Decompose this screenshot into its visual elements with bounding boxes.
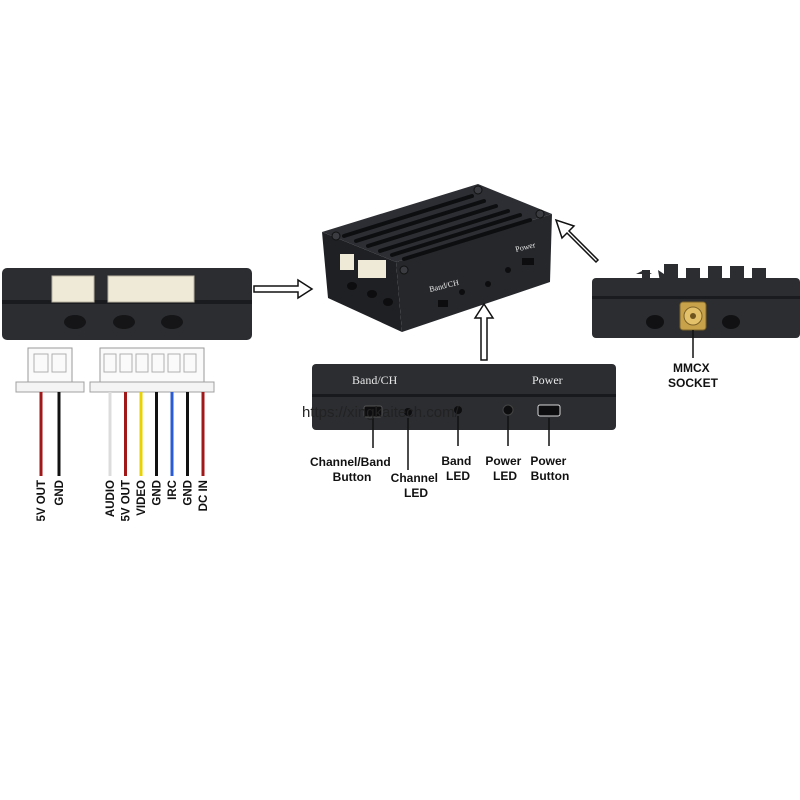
wire-label: GND	[183, 480, 195, 506]
left-2pin-socket	[51, 275, 95, 303]
fin	[686, 268, 700, 280]
plug-2pin	[15, 347, 85, 393]
plug-slot	[103, 353, 117, 373]
callout-band-led: Band LED	[441, 454, 474, 483]
screw-icon	[535, 209, 545, 219]
plug-slot	[151, 353, 165, 373]
plug-slot	[119, 353, 133, 373]
wire-label: VIDEO	[136, 480, 148, 516]
top-case-fins	[342, 194, 532, 261]
left-hole	[64, 315, 86, 329]
callout-power-button: Power Button	[530, 454, 569, 483]
callout-mmcx-socket: MMCX SOCKET	[668, 361, 719, 390]
front-panel-view: Band/CH Power	[312, 364, 616, 430]
top-case-led	[505, 267, 511, 273]
top-case-led	[459, 289, 465, 295]
arrow-up-icon	[473, 302, 495, 361]
wire-label: AUDIO	[105, 480, 117, 517]
left-side-view	[2, 268, 252, 340]
plug-slot	[33, 353, 49, 373]
screw-icon	[331, 231, 341, 241]
right-side-view	[592, 264, 800, 338]
right-hole	[722, 315, 740, 329]
wire-label: 5V OUT	[121, 480, 133, 522]
plug-2pin-flange	[15, 381, 85, 393]
left-hole	[113, 315, 135, 329]
right-hole	[646, 315, 664, 329]
callout-power-led: Power LED	[485, 454, 524, 483]
front-panel-seam	[312, 394, 616, 397]
wires-2pin: 5V OUT GND	[36, 392, 66, 522]
callout-lines	[372, 330, 694, 470]
view-arrows	[253, 218, 600, 361]
arrow-up-left-icon	[554, 218, 600, 264]
wire-label: IRC	[167, 480, 179, 500]
top-case-hole	[383, 298, 393, 306]
wire-label: 5V OUT	[36, 480, 48, 522]
callout-channel-led: Channel LED	[391, 471, 442, 500]
watermark: https://xingkaitech.com/	[302, 404, 460, 421]
plug-slot	[135, 353, 149, 373]
top-case-3d: Band/CH Power	[322, 184, 552, 332]
top-case-front-face	[396, 214, 552, 332]
fin	[730, 266, 744, 280]
fin	[708, 266, 722, 280]
plug-slot	[51, 353, 67, 373]
plug-slot	[183, 353, 197, 373]
wire-label: GND	[54, 480, 66, 506]
wire-label: DC IN	[198, 480, 210, 511]
arrow-right-icon	[253, 278, 314, 300]
top-case-hole	[347, 282, 357, 290]
plug-slot	[167, 353, 181, 373]
top-case-connector	[340, 254, 354, 270]
left-6pin-socket	[107, 275, 195, 303]
channel-led-icon	[404, 408, 412, 416]
left-hole	[161, 315, 183, 329]
top-case-button	[438, 300, 448, 307]
screw-icon	[473, 185, 483, 195]
power-button-icon	[537, 404, 561, 417]
front-panel-power-text: Power	[532, 373, 563, 387]
callout-channel-band-button: Channel/Band Button	[310, 455, 394, 484]
top-case-connector	[358, 260, 386, 278]
screw-icon	[399, 265, 409, 275]
front-panel-band-ch-text: Band/CH	[352, 373, 398, 387]
channel-band-button-icon	[363, 405, 383, 418]
plug-6pin	[89, 347, 215, 393]
right-case-seam	[592, 296, 800, 299]
top-case-led	[485, 281, 491, 287]
band-led-icon	[454, 406, 462, 414]
top-case-button	[522, 258, 534, 265]
plug-6pin-flange	[89, 381, 215, 393]
top-case-hole	[367, 290, 377, 298]
wire-label: GND	[152, 480, 164, 506]
fin	[752, 268, 766, 280]
power-led-icon	[502, 404, 514, 416]
fin	[664, 264, 678, 280]
